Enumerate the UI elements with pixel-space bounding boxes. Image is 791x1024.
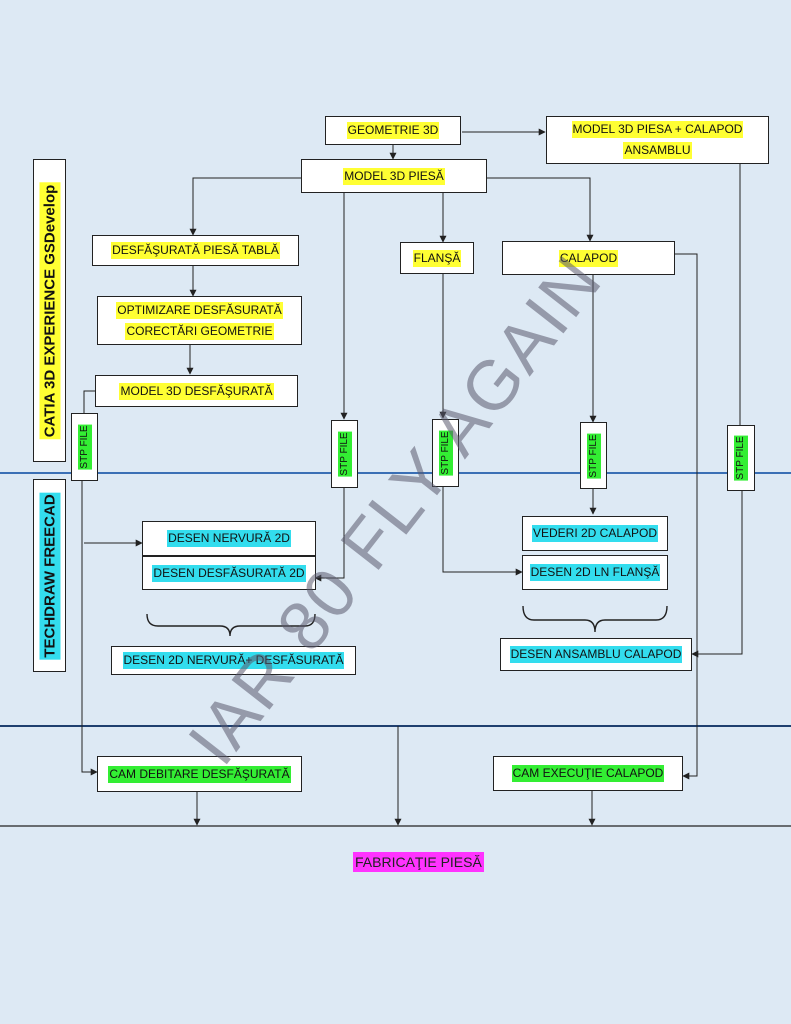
catia-section-label: CATIA 3D EXPERIENCE GSDevelop — [33, 159, 66, 462]
node-model-3d-desfasurata-label: MODEL 3D DESFĂŞURATĂ — [119, 382, 274, 400]
node-model-3d-piesa-label: MODEL 3D PIESĂ — [343, 167, 445, 185]
node-desen-2d-ln-flansa-label: DESEN 2D LN FLANŞĂ — [529, 564, 661, 581]
node-model-3d-ansamblu-label-1: MODEL 3D PIESA + CALAPOD — [571, 121, 744, 138]
stp-file-desfasurata: STP FILE — [71, 413, 98, 481]
techdraw-section-label: TECHDRAW FREECAD — [33, 479, 66, 672]
node-flansa-label: FLANŞĂ — [412, 249, 462, 267]
node-desen-desfasurata-2d-label: DESEN DESFĂSURATĂ 2D — [152, 564, 306, 582]
node-calapod: CALAPOD — [502, 241, 675, 275]
node-cam-debitare-desfasurata: CAM DEBITARE DESFĂŞURATĂ — [97, 756, 302, 792]
stp-file-flansa-label: STP FILE — [438, 430, 453, 476]
node-optimizare-label-1: OPTIMIZARE DESFĂSURATĂ — [116, 301, 283, 319]
stp-file-piesa-label: STP FILE — [337, 431, 352, 477]
stp-file-calapod: STP FILE — [580, 422, 607, 489]
node-geometrie-3d-label: GEOMETRIE 3D — [346, 122, 440, 139]
node-desen-desfasurata-2d: DESEN DESFĂSURATĂ 2D — [142, 556, 316, 590]
node-cam-executie-calapod: CAM EXECUŢIE CALAPOD — [493, 756, 683, 791]
techdraw-section-text: TECHDRAW FREECAD — [39, 491, 60, 660]
node-cam-debitare-desfasurata-label: CAM DEBITARE DESFĂŞURATĂ — [108, 765, 291, 783]
node-desen-2d-nervura-desfasurata: DESEN 2D NERVURĂ+ DESFĂSURATĂ — [111, 646, 356, 675]
node-flansa: FLANŞĂ — [400, 242, 474, 274]
stp-file-desfasurata-label: STP FILE — [77, 424, 92, 470]
node-vederi-2d-calapod-label: VEDERI 2D CALAPOD — [531, 525, 659, 542]
fabricatie-piesa-label: FABRICAŢIE PIESĂ — [353, 852, 484, 872]
stp-file-piesa: STP FILE — [331, 420, 358, 488]
stp-file-ansamblu-label: STP FILE — [734, 435, 748, 481]
node-desen-ansamblu-calapod: DESEN ANSAMBLU CALAPOD — [500, 638, 692, 671]
node-vederi-2d-calapod: VEDERI 2D CALAPOD — [522, 516, 668, 551]
stp-file-calapod-label: STP FILE — [586, 432, 601, 479]
node-model-3d-ansamblu: MODEL 3D PIESA + CALAPOD ANSAMBLU — [546, 116, 769, 164]
catia-section-text: CATIA 3D EXPERIENCE GSDevelop — [39, 182, 60, 439]
node-optimizare-label-2: CORECTĂRI GEOMETRIE — [125, 322, 274, 340]
node-desen-2d-nervura-desfasurata-label: DESEN 2D NERVURĂ+ DESFĂSURATĂ — [122, 652, 345, 669]
node-cam-executie-calapod-label: CAM EXECUŢIE CALAPOD — [511, 765, 665, 782]
node-desen-2d-ln-flansa: DESEN 2D LN FLANŞĂ — [522, 555, 668, 590]
node-desen-ansamblu-calapod-label: DESEN ANSAMBLU CALAPOD — [509, 646, 683, 663]
node-geometrie-3d: GEOMETRIE 3D — [325, 116, 461, 145]
node-model-3d-piesa: MODEL 3D PIESĂ — [301, 159, 487, 193]
node-model-3d-ansamblu-label-2: ANSAMBLU — [623, 142, 692, 159]
node-model-3d-desfasurata: MODEL 3D DESFĂŞURATĂ — [95, 375, 298, 407]
node-desen-nervura-2d: DESEN NERVURĂ 2D — [142, 521, 316, 556]
node-calapod-label: CALAPOD — [558, 249, 619, 267]
node-desen-nervura-2d-label: DESEN NERVURĂ 2D — [167, 530, 291, 547]
node-desfasurata-piesa-tabla-label: DESFĂŞURATĂ PIESĂ TABLĂ — [111, 242, 280, 259]
node-optimizare-desfasurata: OPTIMIZARE DESFĂSURATĂ CORECTĂRI GEOMETR… — [97, 296, 302, 345]
stp-file-ansamblu: STP FILE — [727, 425, 755, 491]
stp-file-flansa: STP FILE — [432, 419, 459, 487]
node-desfasurata-piesa-tabla: DESFĂŞURATĂ PIESĂ TABLĂ — [92, 235, 299, 266]
